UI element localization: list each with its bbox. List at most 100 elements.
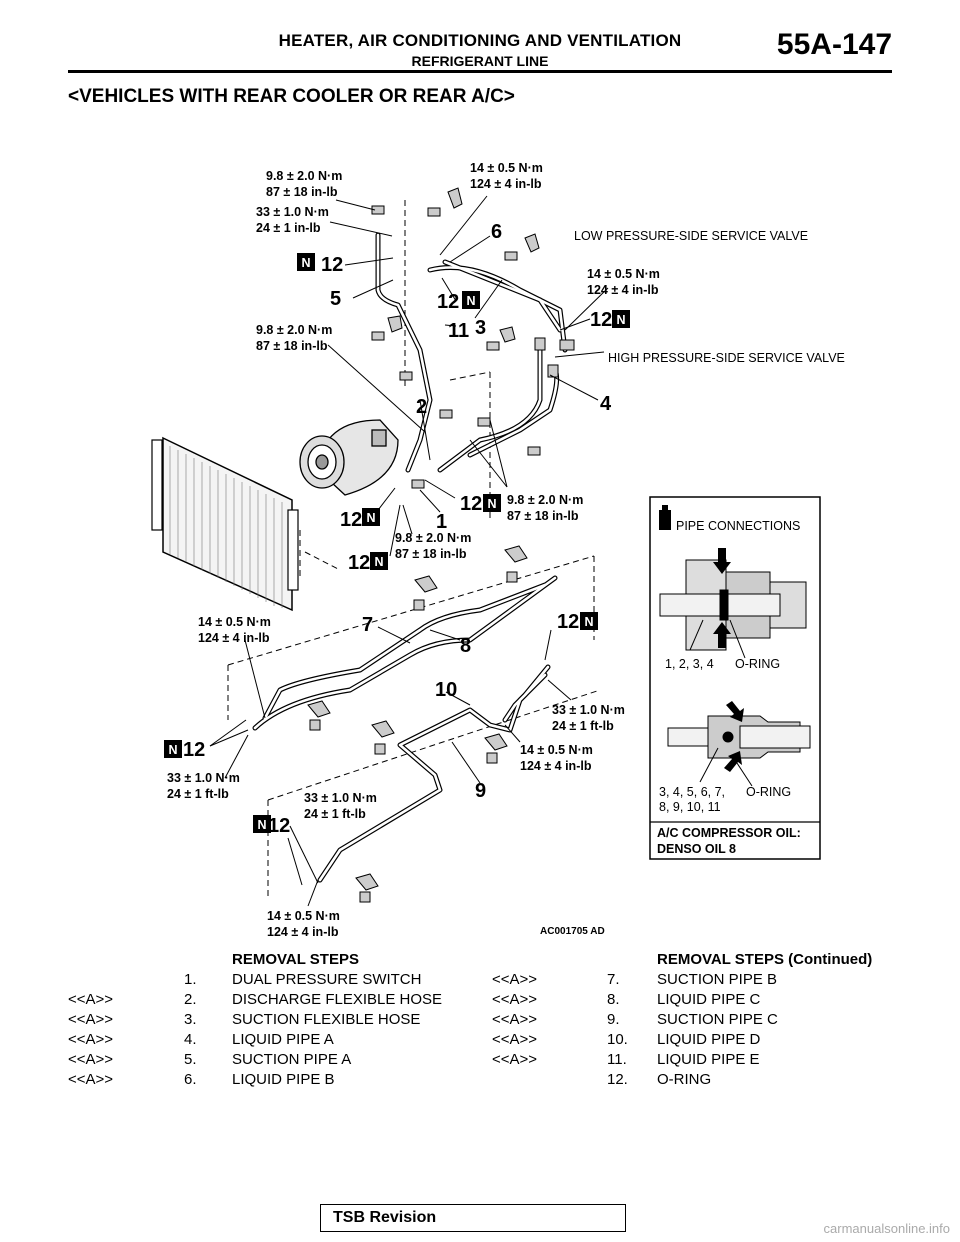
part-callouts: 12 5 6 12 3 11 12 4 2 12 1 12 12 7 8 12 … (183, 221, 612, 837)
torque-label: 24 ± 1 ft-lb (304, 807, 366, 821)
torque-label: 124 ± 4 in-lb (520, 759, 592, 773)
callout-number: 12 (321, 254, 343, 276)
arrow-icon (724, 701, 744, 772)
svg-text:N: N (584, 615, 593, 629)
step-number: 11. (607, 1051, 627, 1068)
torque-label: 87 ± 18 in-lb (395, 547, 467, 561)
callout-number: 5 (330, 288, 341, 310)
step-name: SUCTION FLEXIBLE HOSE (232, 1011, 421, 1028)
step-number: 9. (607, 1011, 620, 1028)
step-ref: <<A>> (492, 971, 538, 988)
torque-label: 33 ± 1.0 N·m (256, 205, 329, 219)
step-name: SUCTION PIPE A (232, 1051, 352, 1068)
torque-label: 87 ± 18 in-lb (507, 509, 579, 523)
torque-label: 124 ± 4 in-lb (267, 925, 339, 939)
step-name: LIQUID PIPE A (232, 1031, 334, 1048)
tsb-revision-box: TSB Revision (320, 1204, 626, 1232)
torque-specs: 9.8 ± 2.0 N·m 87 ± 18 in-lb 14 ± 0.5 N·m… (167, 161, 660, 939)
inset-title: PIPE CONNECTIONS (676, 519, 800, 533)
torque-label: 24 ± 1 in-lb (256, 221, 321, 235)
step-ref: <<A>> (492, 1011, 538, 1028)
step-ref: <<A>> (492, 1031, 538, 1048)
svg-text:N: N (257, 818, 266, 832)
arrow-icon (713, 548, 731, 648)
step-number: 8. (607, 991, 620, 1008)
n-box: N (297, 253, 315, 271)
n-box: N (164, 740, 182, 758)
removal-steps-heading: REMOVAL STEPS (232, 951, 359, 968)
manual-subsection-title: REFRIGERANT LINE (411, 53, 549, 69)
step-number: 4. (184, 1031, 197, 1048)
step-name: O-RING (657, 1071, 712, 1088)
torque-label: 14 ± 0.5 N·m (587, 267, 660, 281)
callout-number: 12 (590, 309, 612, 331)
callout-number: 12 (268, 815, 290, 837)
callout-number: 9 (475, 780, 486, 802)
svg-text:N: N (487, 497, 496, 511)
torque-label: 124 ± 4 in-lb (198, 631, 270, 645)
callout-number: 8 (460, 635, 471, 657)
step-ref: <<A>> (68, 991, 114, 1008)
pipe-connections-inset: PIPE CONNECTIONS 1, 2, 3, 4 O-RING 3, 4,… (649, 496, 821, 860)
tsb-revision-label: TSB Revision (333, 1209, 437, 1226)
step-name: SUCTION PIPE C (657, 1011, 778, 1028)
torque-label: 9.8 ± 2.0 N·m (507, 493, 583, 507)
torque-label: 33 ± 1.0 N·m (552, 703, 625, 717)
callout-number: 12 (460, 493, 482, 515)
manual-section-title: HEATER, AIR CONDITIONING AND VENTILATION (278, 31, 682, 50)
step-name: SUCTION PIPE B (657, 971, 778, 988)
leader-lines (209, 195, 609, 907)
torque-label: 33 ± 1.0 N·m (304, 791, 377, 805)
svg-text:N: N (366, 511, 375, 525)
torque-label: 9.8 ± 2.0 N·m (266, 169, 342, 183)
oil-spec-value: DENSO OIL 8 (657, 842, 736, 856)
refrigerant-line-diagram: 9.8 ± 2.0 N·m 87 ± 18 in-lb 14 ± 0.5 N·m… (151, 161, 845, 939)
connection-parts-label: 1, 2, 3, 4 (665, 657, 714, 671)
n-box: N (462, 291, 480, 309)
watermark: carmanualsonline.info (823, 1221, 950, 1236)
torque-label: 14 ± 0.5 N·m (198, 615, 271, 629)
page-number: 55A-147 (776, 28, 892, 61)
connection-parts-label: 3, 4, 5, 6, 7, (659, 785, 725, 799)
step-name: LIQUID PIPE C (657, 991, 761, 1008)
svg-text:N: N (301, 256, 310, 270)
pipe-fill (253, 233, 567, 882)
svg-text:N: N (616, 313, 625, 327)
callout-number: 12 (437, 291, 459, 313)
step-ref: <<A>> (68, 1051, 114, 1068)
high-pressure-valve-label: HIGH PRESSURE-SIDE SERVICE VALVE (608, 351, 845, 365)
torque-label: 87 ± 18 in-lb (266, 185, 338, 199)
callout-number: 2 (416, 396, 427, 418)
step-ref: <<A>> (492, 1051, 538, 1068)
torque-label: 24 ± 1 ft-lb (552, 719, 614, 733)
removal-steps-heading: REMOVAL STEPS (Continued) (657, 951, 873, 968)
n-box: N (580, 612, 598, 630)
oring-label: O-RING (735, 657, 780, 671)
step-number: 2. (184, 991, 197, 1008)
torque-label: 24 ± 1 ft-lb (167, 787, 229, 801)
torque-label: 124 ± 4 in-lb (587, 283, 659, 297)
step-number: 1. (184, 971, 197, 988)
n-box: N (612, 310, 630, 328)
torque-label: 124 ± 4 in-lb (470, 177, 542, 191)
callout-number: 1 (436, 511, 447, 533)
step-ref: <<A>> (68, 1031, 114, 1048)
step-name: DUAL PRESSURE SWITCH (232, 971, 422, 988)
new-part-markers: N N N N N N N N N (164, 253, 630, 833)
torque-label: 14 ± 0.5 N·m (520, 743, 593, 757)
step-ref: <<A>> (68, 1011, 114, 1028)
n-box: N (483, 494, 501, 512)
step-number: 10. (607, 1031, 628, 1048)
callout-number: 12 (348, 552, 370, 574)
n-box: N (362, 508, 380, 526)
step-number: 3. (184, 1011, 197, 1028)
connection-parts-label: 8, 9, 10, 11 (659, 800, 721, 814)
step-number: 6. (184, 1071, 197, 1088)
step-name: LIQUID PIPE B (232, 1071, 335, 1088)
step-name: LIQUID PIPE D (657, 1031, 761, 1048)
callout-number: 12 (340, 509, 362, 531)
n-box: N (370, 552, 388, 570)
callout-number: 3 (475, 317, 486, 339)
callout-number: 12 (183, 739, 205, 761)
torque-label: 33 ± 1.0 N·m (167, 771, 240, 785)
